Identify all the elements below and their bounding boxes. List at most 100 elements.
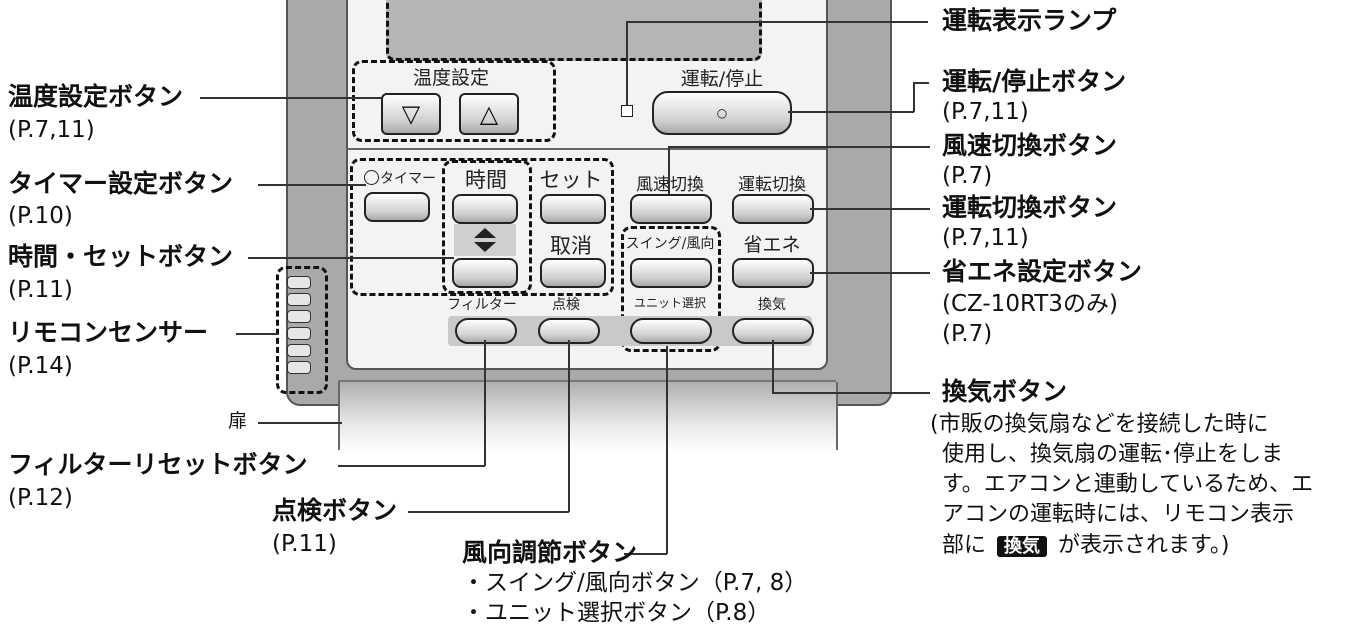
callout-check-button: 点検ボタン [272, 496, 398, 525]
sensor-vent [287, 344, 311, 357]
leader-check-h [408, 511, 569, 513]
mode-switch-label: 運転切換 [738, 175, 806, 195]
hour-group-outline [442, 160, 532, 294]
callout-temp-ref: (P.7,11) [8, 117, 95, 143]
callout-door: 扉 [228, 410, 248, 432]
swing-label: スイング/風向 [625, 236, 715, 252]
callout-temp-button: 温度設定ボタン [8, 82, 184, 111]
check-label: 点検 [552, 297, 580, 313]
callout-energy: 省エネ設定ボタン [942, 257, 1143, 286]
up-triangle-icon: △ [479, 100, 499, 128]
leader-run-lamp [626, 21, 628, 105]
callout-sensor: リモコンセンサー [8, 318, 209, 347]
set-label: セット [539, 168, 603, 192]
callout-mode: 運転切換ボタン [942, 193, 1118, 222]
wind-dir-group-outline [621, 226, 721, 352]
leader-vent-h [772, 392, 930, 394]
callout-wind-dir-sub2: ・ユニット選択ボタン（P.8） [462, 600, 771, 626]
callout-hour-set: 時間・セットボタン [8, 242, 234, 271]
leader-door [258, 422, 342, 424]
callout-run-stop-ref: (P.7,11) [942, 99, 1029, 125]
sensor-vent [287, 361, 311, 374]
door-panel [338, 380, 836, 452]
hour-down-button[interactable] [452, 258, 518, 288]
callout-wind-dir-sub1: ・スイング/風向ボタン（P.7, 8） [462, 570, 808, 596]
callout-hour-set-ref: (P.11) [8, 277, 73, 303]
energy-save-button[interactable] [732, 258, 814, 288]
face-divider [346, 148, 826, 150]
temp-setting-label: 温度設定 [412, 67, 489, 89]
set-button[interactable] [540, 194, 606, 224]
leader-timer [258, 184, 366, 186]
leader-temp [200, 97, 382, 99]
mode-switch-button[interactable] [732, 194, 814, 224]
callout-run-stop: 運転/停止ボタン [942, 67, 1127, 96]
callout-vent-desc5: 部に 換気 が表示されます。) [942, 531, 1229, 562]
sensor-vent [287, 293, 311, 306]
cancel-label: 取消 [550, 234, 592, 258]
callout-sensor-ref: (P.14) [8, 353, 73, 379]
timer-group-outline [350, 158, 614, 296]
vent-badge: 換気 [997, 536, 1048, 557]
filter-label: フィルター [447, 297, 517, 313]
leader-runstop-h2 [913, 82, 929, 84]
sensor-vent [287, 276, 311, 289]
callout-filter-reset: フィルターリセットボタン [8, 450, 308, 479]
callout-timer-ref: (P.10) [8, 203, 73, 229]
vent-desc5-post: が表示されます。) [1058, 533, 1230, 558]
run-stop-label: 運転/停止 [680, 68, 764, 90]
clock-icon [364, 170, 379, 185]
leader-wind-h [624, 553, 667, 555]
callout-run-lamp: 運転表示ランプ [942, 6, 1117, 35]
leader-runstop-v [913, 82, 915, 112]
callout-vent: 換気ボタン [942, 377, 1068, 406]
energy-save-label: 省エネ [743, 234, 801, 256]
callout-timer-button: タイマー設定ボタン [8, 169, 234, 198]
callout-fan-speed: 風速切換ボタン [942, 131, 1118, 160]
leader-run-lamp-h [626, 21, 928, 23]
leader-check-v [568, 340, 570, 512]
callout-energy-model: (CZ-10RT3のみ) [942, 291, 1118, 317]
leader-sensor [236, 333, 278, 335]
leader-wind-v [666, 346, 668, 554]
callout-vent-desc4: アコンの運転時には、リモコン表示 [942, 502, 1295, 527]
hour-label: 時間 [465, 168, 507, 192]
filter-button[interactable] [455, 318, 517, 344]
callout-filter-reset-ref: (P.12) [8, 485, 73, 511]
leader-vent-v [772, 340, 774, 392]
timer-button[interactable] [364, 192, 430, 222]
door-edge-left [338, 382, 340, 450]
leader-mode [810, 208, 930, 210]
unit-select-label: ユニット選択 [633, 296, 706, 310]
vent-desc5-pre: 部に [942, 533, 987, 558]
run-stop-button[interactable]: ○ [652, 91, 792, 135]
callout-vent-desc1: (市販の換気扇などを接続した時に [930, 412, 1269, 437]
cancel-button[interactable] [540, 258, 606, 288]
run-lamp [621, 105, 633, 117]
leader-filter-v [484, 340, 486, 466]
callout-wind-dir: 風向調節ボタン [462, 538, 638, 567]
sensor-outline [276, 266, 328, 394]
leader-fan-v [668, 146, 670, 194]
sensor-vent [287, 310, 311, 323]
arrow-glyph [474, 228, 496, 252]
temp-up-button[interactable]: △ [459, 93, 519, 135]
fan-speed-button[interactable] [630, 194, 712, 224]
temp-down-button[interactable]: ▽ [381, 93, 441, 135]
ventilation-label: 換気 [758, 297, 786, 313]
run-stop-circle-icon: ○ [716, 106, 728, 120]
up-down-arrows-icon [454, 224, 516, 256]
door-edge-right [836, 382, 838, 450]
down-triangle-icon: ▽ [401, 100, 421, 128]
leader-filter-h [338, 465, 485, 467]
unit-select-button[interactable] [630, 318, 712, 344]
hour-up-button[interactable] [452, 194, 518, 224]
sensor-vent [287, 327, 311, 340]
callout-energy-ref: (P.7) [942, 321, 993, 347]
lcd-screen [386, 0, 762, 61]
temp-group-outline [352, 60, 556, 142]
callout-fan-speed-ref: (P.7) [942, 163, 993, 189]
swing-button[interactable] [630, 258, 712, 288]
callout-vent-desc2: 使用し、換気扇の運転･停止をしま [942, 442, 1284, 467]
callout-vent-desc3: す。エアコンと連動しているため、エ [942, 472, 1314, 497]
